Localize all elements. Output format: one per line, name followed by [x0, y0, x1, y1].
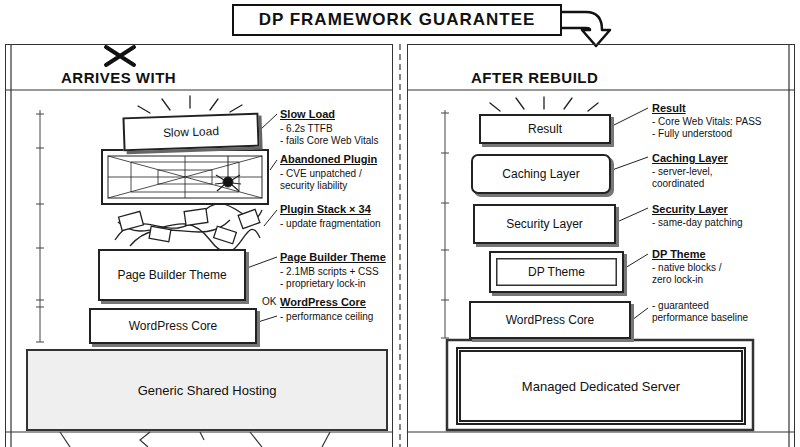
plugin-tangle [149, 226, 171, 241]
callout-heading: Result [652, 102, 686, 115]
callout-heading: DP Theme [652, 248, 706, 261]
plugin-tangle [119, 211, 144, 230]
callout-heading: Abandoned Plugin [280, 153, 377, 166]
box-label: Generic Shared Hosting [138, 383, 277, 398]
stack-slab: WordPress Core [469, 301, 631, 339]
plugin-tangle [184, 209, 208, 226]
stack-layer: Security Layer [473, 204, 616, 244]
title-arrow [560, 12, 610, 46]
plugin-tangle [214, 226, 237, 244]
callout-note: - Fully understood [652, 128, 732, 140]
box-label: Page Builder Theme [117, 268, 226, 282]
callout-note: - CVE unpatched / security liability [280, 168, 376, 192]
foundation-slab: Managed Dedicated Server [456, 347, 746, 425]
spiderweb-crate [108, 156, 262, 198]
stack-layer: Caching Layer [471, 154, 611, 194]
stack-slab: Result [479, 114, 611, 144]
callout-note: - same-day patching [652, 217, 743, 229]
callout-note: - 6.2s TTFB [280, 123, 333, 135]
dimension-line [36, 114, 44, 342]
box-label: Managed Dedicated Server [522, 379, 680, 394]
spiderweb-crate [223, 177, 233, 187]
box-label: WordPress Core [129, 319, 217, 333]
callout-note: - Core Web Vitals: PASS [652, 116, 762, 128]
callout-note: - 2.1MB scripts + CSS [280, 266, 379, 278]
callout-heading: Plugin Stack × 34 [280, 203, 371, 216]
box-label: Security Layer [506, 217, 583, 231]
panel: ARRIVES WITH Slow LoadPage Builder ThemeW… [5, 44, 393, 447]
callout-note: - proprietary lock-in [280, 278, 366, 290]
callout-heading: Security Layer [652, 203, 728, 216]
title-arrow [560, 12, 610, 46]
foundation-slab: Generic Shared Hosting [26, 349, 388, 431]
panel-frame [788, 44, 789, 447]
panel-frame [408, 89, 794, 90]
panel-frame [5, 44, 795, 447]
sparkle-rays [138, 96, 598, 113]
callout-note: - fails Core Web Vitals [280, 135, 379, 147]
title-banner: DP FRAMEWORK GUARANTEE [232, 4, 562, 36]
spiderweb-crate [228, 156, 229, 177]
box-label: DP Theme [528, 265, 585, 279]
callout-note: - guaranteed performance baseline [652, 300, 756, 324]
box-label: WordPress Core [506, 313, 594, 327]
stack-slab: WordPress Core [89, 308, 257, 344]
spiderweb-crate [158, 170, 212, 184]
leader-line [247, 108, 648, 322]
callout-note: - update fragmentation [280, 218, 381, 230]
callout-note: - performance ceiling [280, 311, 373, 323]
panel-frame [6, 89, 392, 90]
plugin-tangle [115, 204, 262, 252]
spiderweb-crate [102, 150, 268, 204]
panel-frame [407, 431, 795, 432]
spiderweb-crate [215, 175, 241, 191]
callout-heading: Caching Layer [652, 152, 728, 165]
foundation-cracks [60, 432, 330, 447]
sparkle-rays [490, 97, 598, 111]
panel-heading: ARRIVES WITH [61, 69, 176, 86]
stack-box: Page Builder Theme [98, 249, 246, 301]
dimension-line [441, 113, 449, 338]
box-label: Result [528, 122, 562, 136]
plugin-tangle [115, 204, 262, 240]
callout-note: OK [262, 296, 276, 308]
cross-out-mark [106, 47, 134, 65]
panel-frame [5, 431, 393, 432]
callout-heading: WordPress Core [280, 296, 366, 309]
spiderweb-crate [131, 162, 239, 192]
stack-slab: Slow Load [122, 113, 259, 152]
panel: AFTER REBUILD ResultCaching LayerSecurity… [407, 44, 795, 447]
callout-heading: Page Builder Theme [280, 251, 386, 264]
callout-note: - server-level, coordinated [652, 166, 734, 190]
plugin-tangle [238, 209, 260, 228]
spiderweb-crate [102, 150, 268, 204]
foundation-cracks [447, 340, 753, 430]
spiderweb-crate [108, 156, 262, 198]
callout-note: - native blocks / zero lock-in [652, 262, 740, 286]
cross-out-mark [106, 47, 134, 65]
panel-frame [399, 44, 400, 447]
dimension-line [445, 110, 446, 338]
sparkle-rays [138, 96, 242, 113]
box-label: Caching Layer [502, 167, 579, 181]
panel-frame [10, 44, 11, 447]
box-label: Slow Load [163, 124, 220, 140]
callout-heading: Slow Load [280, 108, 335, 121]
panel-heading: AFTER REBUILD [471, 69, 598, 86]
stack-box: DP Theme [489, 251, 624, 293]
